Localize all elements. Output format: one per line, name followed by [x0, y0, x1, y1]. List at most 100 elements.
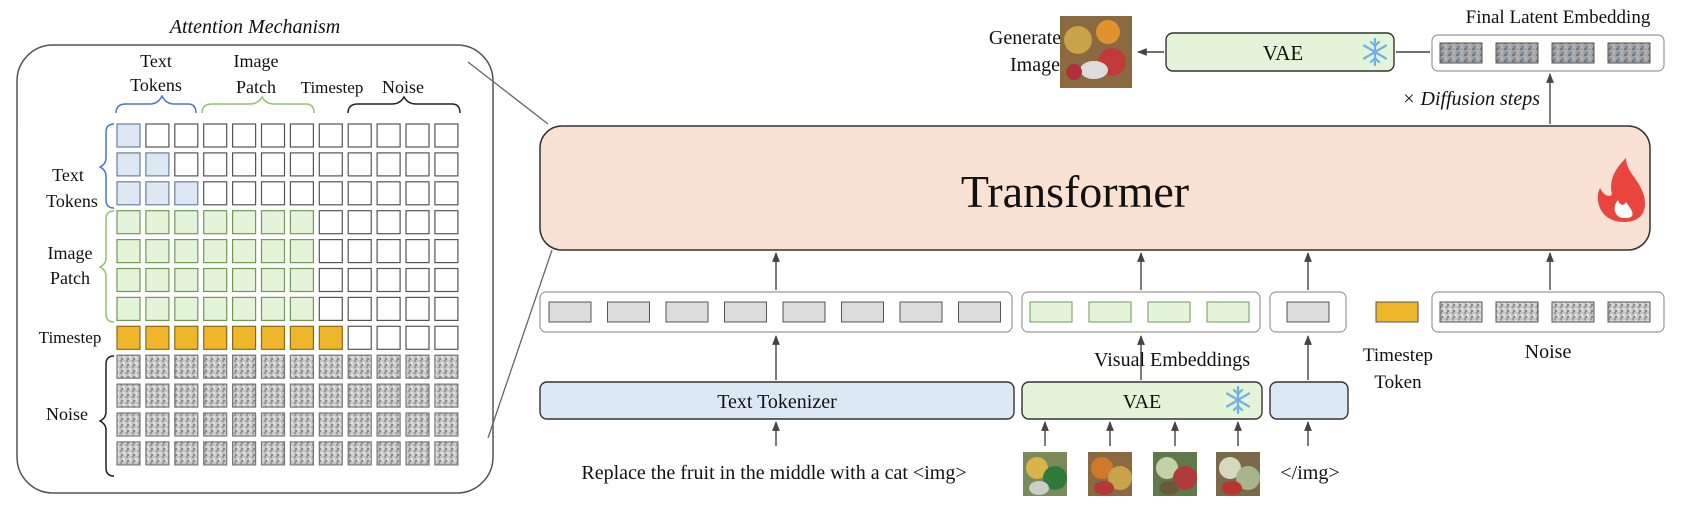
attention-cell [434, 123, 459, 148]
row-label-timestep: Timestep [39, 328, 102, 347]
zoom-line-top [467, 61, 549, 125]
attention-cell [203, 210, 228, 235]
input-image-patches [1023, 452, 1260, 496]
noise-token-cells [1439, 301, 1651, 323]
brace-row-text [98, 123, 115, 209]
text-token [548, 301, 592, 323]
attention-cell [174, 239, 199, 264]
col-label-noise: Noise [382, 77, 424, 97]
col-label-text-tokens-2: Tokens [130, 75, 182, 95]
attention-cell [289, 267, 314, 293]
arrows-into-transformer [772, 252, 1554, 290]
flame-icon [1597, 158, 1646, 222]
attention-cell [145, 210, 170, 235]
attention-cell [232, 296, 257, 321]
attention-cell [347, 441, 372, 466]
noise-token [1439, 301, 1483, 323]
visual-token [1206, 301, 1250, 323]
attention-cell [203, 123, 228, 148]
latent-token [1551, 42, 1595, 64]
visual-token-cells [1029, 301, 1250, 323]
attention-cell [405, 412, 430, 437]
attention-cell [376, 181, 401, 206]
attention-cell [116, 412, 141, 437]
attention-cell [318, 181, 343, 206]
column-labels: Text Tokens Image Patch Timestep Noise [130, 51, 424, 97]
text-token [841, 301, 884, 323]
final-latent-label: Final Latent Embedding [1466, 7, 1651, 28]
attention-cell [376, 210, 401, 235]
attention-cell [289, 296, 314, 321]
col-label-image-patch-2: Patch [236, 77, 276, 97]
attention-cell [232, 181, 257, 206]
snowflake-icon [1225, 385, 1251, 415]
end-tag-encoder-box [1269, 381, 1349, 420]
vae-decoder-label: VAE [1263, 41, 1303, 65]
attention-cell [376, 239, 401, 264]
noise-token [1551, 301, 1595, 323]
attention-cell [376, 354, 401, 379]
text-token [724, 301, 767, 323]
attention-grid [116, 123, 459, 466]
attention-cell [434, 325, 459, 350]
attention-cell [174, 325, 199, 350]
attention-cell [405, 325, 430, 350]
end-img-tag: </img> [1280, 462, 1339, 484]
attention-cell [232, 210, 257, 235]
attention-cell [318, 123, 343, 148]
prompt-text: Replace the fruit in the middle with a c… [581, 462, 966, 484]
attention-cell [318, 412, 343, 437]
brace-row-noise [98, 355, 115, 477]
attention-cell [145, 123, 170, 148]
row-label-image-patch-1: Image [48, 243, 93, 263]
attention-cell [405, 383, 430, 408]
attention-cell [405, 239, 430, 264]
attention-cell [174, 383, 199, 408]
generated-image-label-1: Generated [989, 27, 1071, 49]
attention-cell [260, 123, 286, 148]
row-label-text-tokens-1: Text [52, 165, 84, 185]
attention-cell [260, 181, 286, 206]
text-token [958, 301, 1001, 323]
latent-token [1607, 42, 1651, 64]
visual-token [1147, 301, 1191, 323]
brace-row-image [98, 210, 115, 323]
attention-cell [289, 412, 314, 437]
attention-cell [260, 267, 286, 293]
attention-cell [347, 239, 372, 264]
latent-token [1495, 42, 1539, 64]
attention-cell [203, 441, 228, 466]
attention-cell [289, 181, 314, 206]
attention-cell [434, 441, 459, 466]
attention-cell [260, 325, 286, 350]
attention-cell [174, 412, 199, 437]
end-token [1286, 301, 1330, 323]
attention-cell [203, 181, 228, 206]
attention-cell [434, 181, 459, 206]
attention-cell [145, 296, 170, 321]
attention-cell [405, 123, 430, 148]
attention-cell [232, 123, 257, 148]
attention-cell [260, 239, 286, 264]
snowflake-icon [1362, 37, 1388, 67]
attention-cell [116, 267, 141, 293]
attention-cell [260, 210, 286, 235]
attention-cell [405, 181, 430, 206]
attention-cell [376, 267, 401, 293]
attention-cell [405, 296, 430, 321]
attention-cell [260, 383, 286, 408]
attention-cell [232, 412, 257, 437]
noise-label: Noise [1525, 341, 1572, 363]
attention-cell [405, 354, 430, 379]
col-label-image-patch-1: Image [234, 51, 279, 71]
attention-cell [347, 181, 372, 206]
attention-cell [260, 441, 286, 466]
row-labels: Text Tokens Image Patch Timestep Noise [39, 165, 102, 424]
attention-cell [145, 152, 170, 177]
text-token [607, 301, 650, 323]
attention-cell [347, 210, 372, 235]
col-label-text-tokens-1: Text [140, 51, 172, 71]
attention-cell [318, 152, 343, 177]
attention-cell [434, 296, 459, 321]
attention-cell [260, 412, 286, 437]
